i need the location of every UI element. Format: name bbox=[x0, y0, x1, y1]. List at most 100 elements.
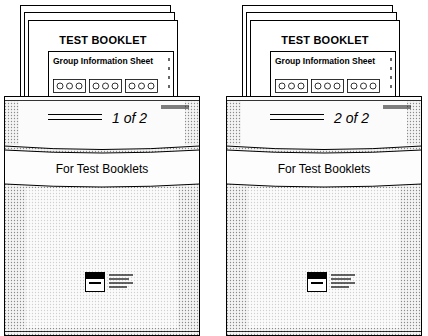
hatch-mark bbox=[182, 105, 183, 109]
hatch-mark bbox=[402, 105, 403, 109]
bubble-group bbox=[276, 80, 308, 93]
band-fill bbox=[5, 150, 200, 187]
body-highlight bbox=[26, 188, 178, 328]
bubble bbox=[279, 83, 285, 89]
booklet-title: TEST BOOKLET bbox=[251, 21, 399, 46]
label-frame bbox=[86, 273, 105, 292]
label-text-line bbox=[331, 278, 351, 279]
hatch-mark bbox=[396, 105, 397, 109]
container-outline bbox=[226, 96, 422, 336]
hatch-mark bbox=[408, 105, 409, 109]
label-bar bbox=[308, 273, 326, 279]
flap-shade bbox=[227, 101, 241, 145]
hatch-mark bbox=[398, 105, 399, 109]
body-highlight bbox=[248, 188, 400, 328]
hatch-mark bbox=[188, 105, 189, 109]
group-information-sheet: Group Information Sheet bbox=[270, 51, 396, 97]
flap-line bbox=[270, 119, 324, 120]
test-booklet: TEST BOOKLET Group Information Sheet bbox=[250, 20, 400, 96]
bubble bbox=[148, 83, 154, 89]
hatch-mark bbox=[180, 105, 181, 109]
bubble-group bbox=[126, 80, 158, 93]
bubble-group bbox=[312, 80, 344, 93]
hatch-mark bbox=[162, 105, 163, 109]
hatch-mark bbox=[384, 105, 385, 109]
hatch-mark bbox=[178, 105, 179, 109]
bubble bbox=[76, 83, 82, 89]
hatch-mark bbox=[394, 105, 395, 109]
bubble bbox=[325, 83, 331, 89]
label-bar bbox=[86, 273, 104, 279]
hatch-mark bbox=[174, 105, 175, 109]
edge-tick bbox=[390, 67, 391, 70]
hatch-mark bbox=[168, 105, 169, 109]
bubble-box bbox=[126, 80, 158, 93]
label-text-line bbox=[109, 286, 127, 287]
sheet-title: Group Information Sheet bbox=[49, 52, 153, 66]
edge-tick bbox=[168, 67, 169, 70]
bubble bbox=[289, 83, 295, 89]
booklet-container: 1 of 2For Test Booklets bbox=[4, 96, 200, 336]
label-bar bbox=[311, 282, 323, 284]
hatch-mark bbox=[406, 105, 407, 109]
base-line bbox=[4, 331, 200, 332]
bubble bbox=[370, 83, 376, 89]
label-text-line bbox=[331, 286, 349, 287]
container-band: For Test Booklets bbox=[226, 154, 422, 184]
container-body bbox=[5, 97, 200, 336]
bubble-box bbox=[348, 80, 380, 93]
bubble-group bbox=[348, 80, 380, 93]
band-fill bbox=[227, 150, 422, 187]
flap-line bbox=[48, 114, 102, 115]
flap-line bbox=[48, 119, 102, 120]
group-information-sheet: Group Information Sheet bbox=[48, 51, 174, 97]
label-text-line bbox=[109, 278, 129, 279]
hatch-mark bbox=[388, 105, 389, 109]
bubble bbox=[57, 83, 63, 89]
flap-line bbox=[270, 114, 324, 115]
label-icon bbox=[86, 273, 134, 292]
bubble bbox=[298, 83, 304, 89]
label-icon bbox=[308, 273, 356, 292]
hatch-mark bbox=[390, 105, 391, 109]
hatch-mark bbox=[184, 105, 185, 109]
hatch-mark bbox=[410, 105, 411, 109]
hatch-mark bbox=[386, 105, 387, 109]
box-number: 1 of 2 bbox=[112, 110, 147, 126]
flap-shade bbox=[407, 101, 421, 145]
edge-tick bbox=[168, 58, 169, 61]
bubble bbox=[129, 83, 135, 89]
hatch-mark bbox=[166, 105, 167, 109]
label-text-line bbox=[331, 274, 355, 275]
bubble bbox=[93, 83, 99, 89]
edge-tick bbox=[390, 76, 391, 79]
bubble-box bbox=[54, 80, 86, 93]
container-flap bbox=[5, 97, 200, 150]
flap-shade bbox=[5, 101, 19, 145]
container-outline bbox=[4, 96, 200, 336]
booklet-container: 2 of 2 For Test Booklets bbox=[226, 96, 422, 336]
hatch-mark bbox=[186, 105, 187, 109]
rim-line bbox=[4, 100, 200, 101]
edge-tick bbox=[390, 85, 391, 88]
bubble-box bbox=[312, 80, 344, 93]
hatch-mark bbox=[164, 105, 165, 109]
bubble-box bbox=[90, 80, 122, 93]
hatch-mark bbox=[170, 105, 171, 109]
flap-shade bbox=[185, 101, 199, 145]
bubble-group bbox=[90, 80, 122, 93]
bubble-group bbox=[54, 80, 86, 93]
base-line bbox=[226, 331, 422, 332]
box-number: 2 of 2 bbox=[334, 110, 369, 126]
label-frame bbox=[308, 273, 327, 292]
hatch-mark bbox=[392, 105, 393, 109]
bubble bbox=[112, 83, 118, 89]
edge-tick bbox=[168, 85, 169, 88]
test-booklet: TEST BOOKLETGroup Information Sheet bbox=[28, 20, 178, 96]
rim-line bbox=[226, 100, 422, 101]
hatch-mark bbox=[176, 105, 177, 109]
bubble bbox=[67, 83, 73, 89]
edge-tick bbox=[168, 76, 169, 79]
band-label: For Test Booklets bbox=[226, 154, 422, 184]
